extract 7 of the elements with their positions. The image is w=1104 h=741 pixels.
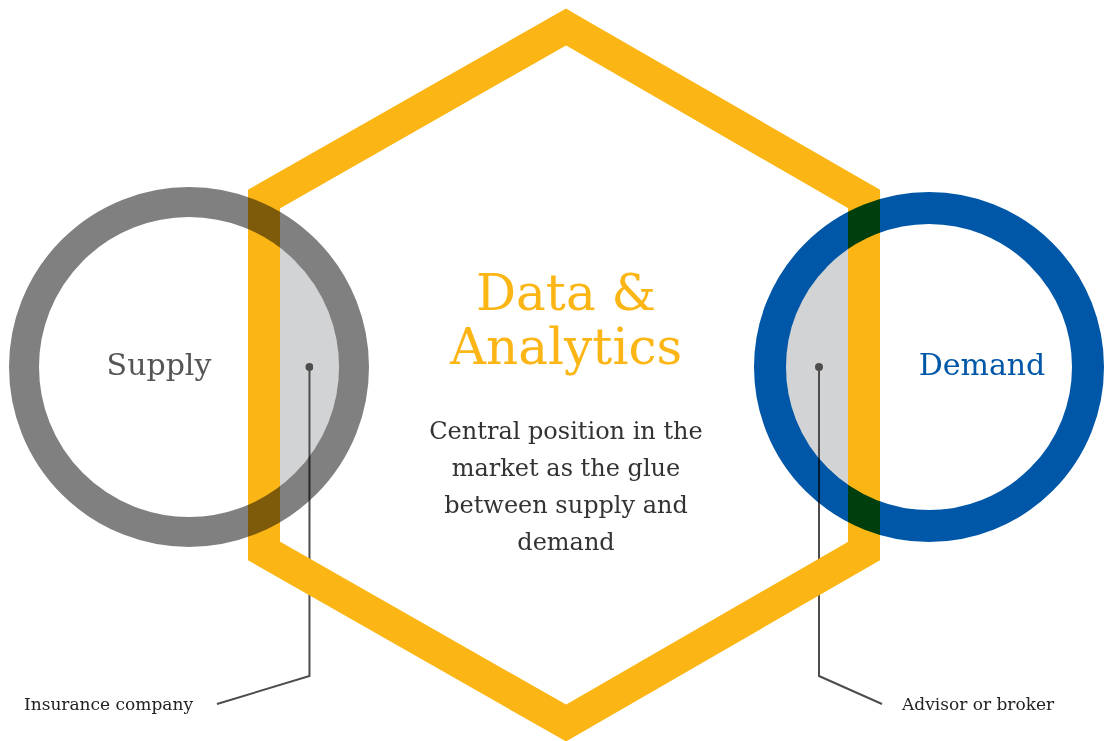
description-text: Central position in the market as the glue between supply and demand <box>428 416 704 558</box>
title-text: Data & Analytics <box>448 266 684 374</box>
circle-label: Supply <box>105 347 213 383</box>
overlap-area <box>280 247 339 487</box>
callout-label: Insurance company <box>24 694 193 714</box>
callout-label: Advisor or broker <box>902 694 1055 714</box>
circle-label: Demand <box>917 347 1047 383</box>
